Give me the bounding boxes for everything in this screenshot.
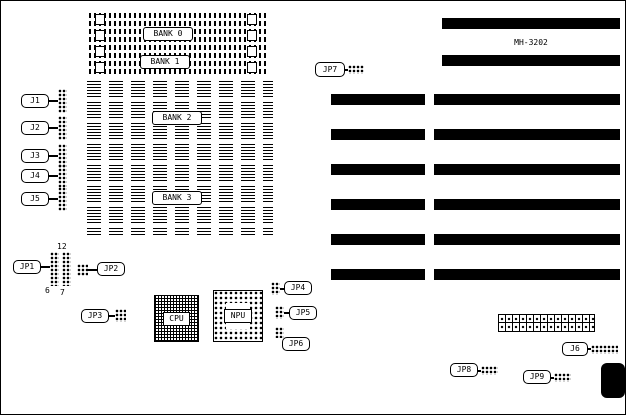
- j1-label: J1: [21, 94, 49, 108]
- bank2-label: BANK 2: [152, 111, 202, 125]
- isa-slot: [434, 94, 620, 105]
- jp5-connector: [275, 306, 284, 319]
- simm-socket-row: [89, 13, 267, 26]
- lead-line: [284, 312, 289, 314]
- jp7-label: JP7: [315, 62, 345, 77]
- jp6-connector: [275, 327, 284, 338]
- j5-label: J5: [21, 192, 49, 206]
- isa-slot-16bit-segment: [331, 129, 425, 140]
- jp4-connector: [271, 282, 280, 295]
- isa-slot-16bit-segment: [331, 234, 425, 245]
- jp6-label: JP6: [282, 337, 310, 351]
- jp3-label: JP3: [81, 309, 109, 323]
- simm-end-clip: [95, 30, 105, 41]
- npu-socket: NPU: [213, 290, 263, 342]
- jp1-pin-column: [62, 252, 71, 286]
- isa-slot: [434, 199, 620, 210]
- isa-slot-16bit-segment: [331, 269, 425, 280]
- lead-line: [588, 348, 591, 350]
- lead-line: [551, 377, 554, 379]
- jp1-label: JP1: [13, 260, 41, 274]
- jp1-pin-number-bottom-left: 6: [45, 286, 50, 295]
- j2-connector: [58, 116, 67, 140]
- jp2-connector: [77, 264, 88, 276]
- j3-label: J3: [21, 149, 49, 163]
- jp2-label: JP2: [97, 262, 125, 276]
- cpu-chip: CPU: [154, 295, 199, 342]
- jp7-connector: [348, 65, 364, 74]
- jp8-label: JP8: [450, 363, 478, 377]
- isa-slot: [442, 18, 620, 29]
- bank0-label: BANK 0: [143, 27, 193, 41]
- isa-slot-16bit-segment: [331, 164, 425, 175]
- isa-slot: [434, 129, 620, 140]
- lead-line: [41, 266, 50, 268]
- jp4-label: JP4: [284, 281, 312, 295]
- keyboard-din-connector: [601, 363, 625, 398]
- lead-line: [47, 175, 58, 177]
- lead-line: [88, 269, 97, 271]
- dram-dip-array: [87, 81, 273, 237]
- model-label: MH-3202: [514, 38, 548, 47]
- pin-header: [498, 314, 595, 332]
- npu-label: NPU: [224, 309, 252, 323]
- lead-line: [109, 315, 115, 317]
- simm-end-clip: [247, 62, 257, 73]
- simm-end-clip: [95, 14, 105, 25]
- jp1-pin-column: [50, 252, 59, 286]
- isa-slot-16bit-segment: [331, 199, 425, 210]
- simm-end-clip: [247, 46, 257, 57]
- lead-line: [478, 370, 481, 372]
- lead-line: [47, 198, 58, 200]
- j3-connector: [58, 144, 67, 168]
- j6-label: J6: [562, 342, 588, 356]
- lead-line: [280, 288, 284, 290]
- isa-slot: [442, 55, 620, 66]
- simm-end-clip: [95, 46, 105, 57]
- isa-slot-16bit-segment: [331, 94, 425, 105]
- isa-slot: [434, 234, 620, 245]
- bank3-label: BANK 3: [152, 191, 202, 205]
- jp8-connector: [481, 366, 498, 375]
- jp9-label: JP9: [523, 370, 551, 384]
- jp9-connector: [554, 373, 571, 382]
- simm-end-clip: [247, 14, 257, 25]
- bank1-label: BANK 1: [140, 55, 190, 69]
- lead-line: [47, 127, 58, 129]
- simm-end-clip: [247, 30, 257, 41]
- j6-connector: [591, 345, 618, 354]
- j4-connector: [58, 164, 67, 188]
- jp3-connector: [115, 309, 126, 322]
- simm-end-clip: [95, 62, 105, 73]
- cpu-label: CPU: [163, 312, 190, 326]
- jp1-pin-number-bottom-right: 7: [60, 288, 65, 297]
- lead-line: [345, 69, 348, 71]
- jp5-label: JP5: [289, 306, 317, 320]
- isa-slot: [434, 164, 620, 175]
- j1-connector: [58, 89, 67, 113]
- jp1-pin-number-top: 12: [57, 242, 67, 251]
- j4-label: J4: [21, 169, 49, 183]
- j5-connector: [58, 187, 67, 211]
- j2-label: J2: [21, 121, 49, 135]
- lead-line: [47, 155, 58, 157]
- isa-slot: [434, 269, 620, 280]
- lead-line: [47, 100, 58, 102]
- simm-socket-row: [89, 45, 267, 58]
